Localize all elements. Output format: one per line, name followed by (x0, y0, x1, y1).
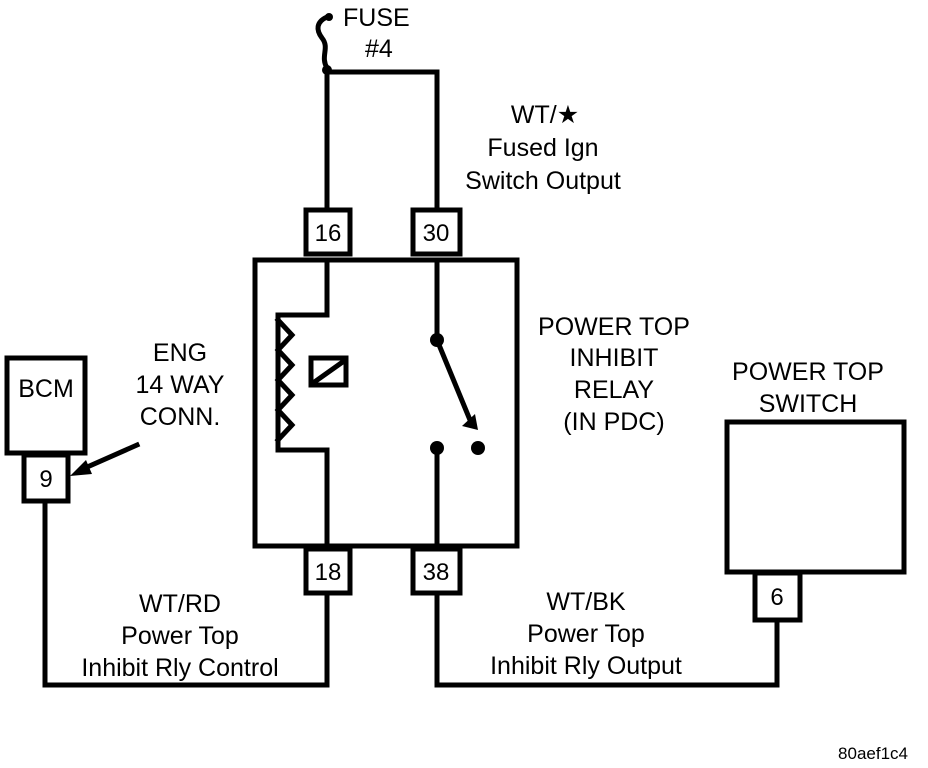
switch-blade-arrow (462, 414, 478, 430)
relay-name-line3: RELAY (574, 376, 654, 404)
pin-38-label: 38 (423, 559, 450, 586)
wire-control-desc-line2: Inhibit Rly Control (81, 654, 278, 682)
wire-control-18-to-bcm (42, 499, 330, 688)
wire-output-color: WT/BK (546, 588, 625, 616)
pin-38-box (410, 546, 463, 596)
pin-18-box (303, 546, 353, 596)
power-top-switch-box (724, 419, 907, 575)
bcm-box (4, 355, 88, 456)
wire-output-38-to-switch (434, 590, 780, 688)
relay-name-line4: (IN PDC) (563, 408, 664, 436)
pin-16-box (303, 207, 353, 257)
switch-open-contact (471, 441, 485, 455)
wire-output-desc-line1: Power Top (527, 620, 645, 648)
switch-pin-6-label: 6 (770, 584, 783, 611)
fuse-label-line1: FUSE (343, 4, 410, 32)
wire-control-color: WT/RD (139, 590, 221, 618)
connector-label-line2: 14 WAY (136, 371, 225, 399)
relay-name-line1: POWER TOP (538, 313, 690, 341)
figure-code: 80aef1c4 (838, 744, 908, 763)
wire-top-color: WT/★ (511, 101, 579, 129)
pin-18-label: 18 (315, 559, 342, 586)
coil-core-line (309, 357, 348, 387)
switch-blade (433, 336, 474, 424)
wire-control-desc-line1: Power Top (121, 622, 239, 650)
connector-pointer-line (81, 441, 141, 472)
coil-zigzag (274, 316, 296, 444)
wire-fuse-to-30 (324, 69, 440, 213)
pin-30-box (410, 207, 463, 257)
wire-output-desc-line2: Inhibit Rly Output (490, 652, 682, 680)
bcm-pin-9-box (21, 452, 71, 504)
switch-label-line1: POWER TOP (732, 358, 884, 386)
relay-name-line2: INHIBIT (570, 344, 659, 372)
switch-pin-6-box (752, 570, 803, 623)
pin-16-label: 16 (315, 220, 342, 247)
switch-label-line2: SWITCH (759, 390, 858, 418)
fuse-top-dot (325, 13, 333, 21)
relay-body (252, 257, 520, 549)
relay-coil-box (308, 355, 349, 388)
connector-label-line1: ENG (153, 339, 207, 367)
pin-30-label: 30 (423, 220, 450, 247)
connector-pointer-arrow (70, 460, 92, 476)
bcm-label: BCM (18, 375, 74, 403)
bcm-pin-9-label: 9 (39, 466, 52, 493)
wire-top-desc-line2: Switch Output (465, 167, 621, 195)
fuse-label-line2: #4 (365, 35, 393, 63)
fuse-symbol (315, 13, 331, 72)
connector-label-line3: CONN. (140, 403, 221, 431)
wire-top-desc-line1: Fused Ign (487, 134, 598, 162)
